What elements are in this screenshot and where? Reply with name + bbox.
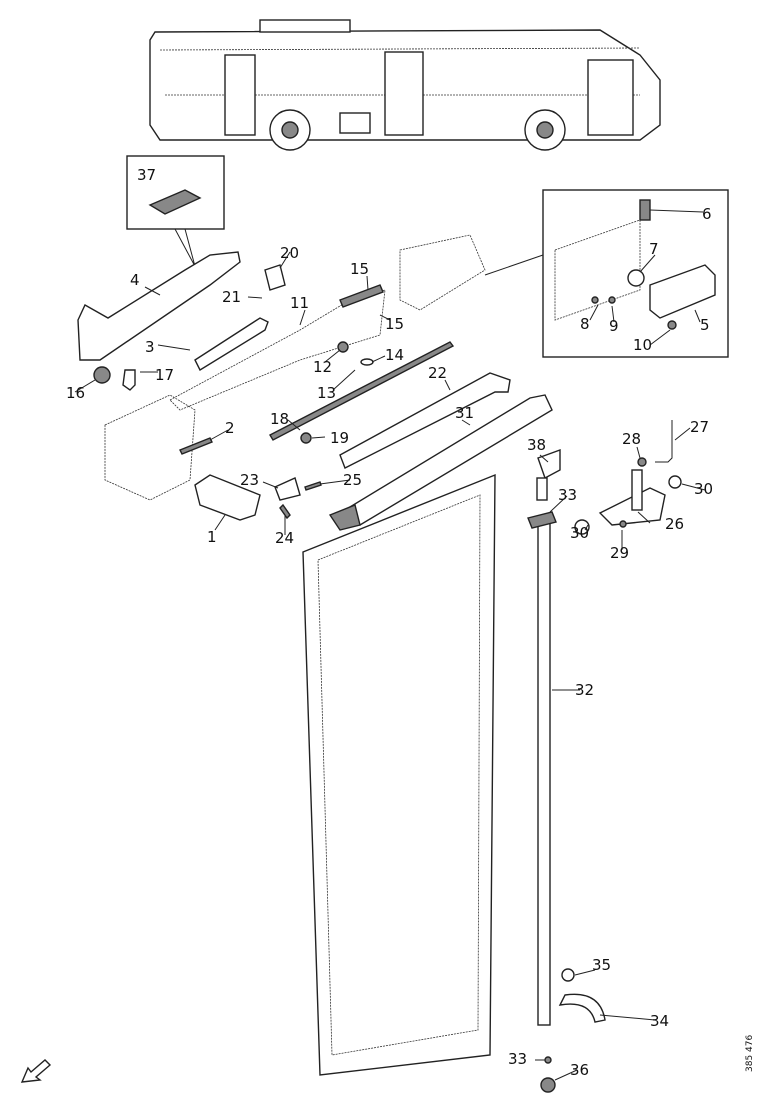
part-38 [537,449,561,480]
callout-33-bottom: 33 [508,1050,527,1068]
callout-16: 16 [66,384,85,402]
belt-4 [77,251,241,361]
detail-box-37 [126,155,225,286]
callout-30-right: 30 [694,480,713,498]
rail-22 [339,372,511,469]
callout-14: 14 [385,346,404,364]
callout-2: 2 [225,419,235,437]
part-14 [360,358,374,366]
callout-20: 20 [280,244,299,262]
callout-37: 37 [137,166,156,184]
bolt-25 [304,481,322,491]
parts [77,234,553,531]
callout-3: 3 [145,338,155,356]
callout-24: 24 [275,529,294,547]
callout-35: 35 [592,956,611,974]
column-parts [527,420,682,1093]
callout-5: 5 [700,316,710,334]
cover-15 [399,234,486,311]
bus-illustration [149,19,661,151]
reference-number: 385 476 [745,1035,755,1072]
callout-11: 11 [290,294,309,312]
callout-34: 34 [650,1012,669,1030]
bracket-23 [274,477,301,501]
gearbox-2 [104,394,196,501]
callout-17: 17 [155,366,174,384]
motor-1 [194,474,261,521]
callout-28: 28 [622,430,641,448]
callout-10: 10 [633,336,652,354]
part-20 [264,264,286,291]
shaft-15 [339,284,384,308]
callout-33-top: 33 [558,486,577,504]
callout-36: 36 [570,1061,589,1079]
callout-18: 18 [270,410,289,428]
callout-23: 23 [240,471,259,489]
callout-21: 21 [222,288,241,306]
callout-7: 7 [649,240,659,258]
arrow-down-left-icon [20,1059,52,1083]
callout-27: 27 [690,418,709,436]
chain-3 [194,317,269,371]
callout-15-cover: 15 [385,315,404,333]
callout-1: 1 [207,528,217,546]
callout-8: 8 [580,315,590,333]
bolt-24 [279,503,291,520]
callout-31: 31 [455,404,474,422]
detail-box-control-unit [484,189,729,358]
rod-18 [269,341,455,441]
housing-11 [169,289,386,411]
callout-30-left: 30 [570,524,589,542]
pulley-16 [93,366,111,384]
callout-13: 13 [317,384,336,402]
callout-22: 22 [428,364,447,382]
end-plate [328,504,361,531]
leader-lines [74,209,706,1081]
part-35 [561,968,575,982]
part-36 [540,1077,556,1093]
callout-labels: 37 4 20 21 3 11 15 15 16 17 12 14 13 18 … [66,166,755,1079]
arm-34 [558,993,606,1023]
column-32 [537,519,551,1026]
callout-25: 25 [343,471,362,489]
callout-19: 19 [330,429,349,447]
callout-12: 12 [313,358,332,376]
callout-38: 38 [527,436,546,454]
callout-9: 9 [609,317,619,335]
part-17 [122,369,136,391]
callout-32: 32 [575,681,594,699]
callout-6: 6 [702,205,712,223]
callout-15-shaft: 15 [350,260,369,278]
callout-26: 26 [665,515,684,533]
callout-29: 29 [610,544,629,562]
callout-4: 4 [130,271,140,289]
screw-2 [179,437,213,455]
door-panel [302,473,496,1076]
lever-27 [655,420,673,463]
part-12 [337,341,349,353]
part-19 [300,432,312,444]
